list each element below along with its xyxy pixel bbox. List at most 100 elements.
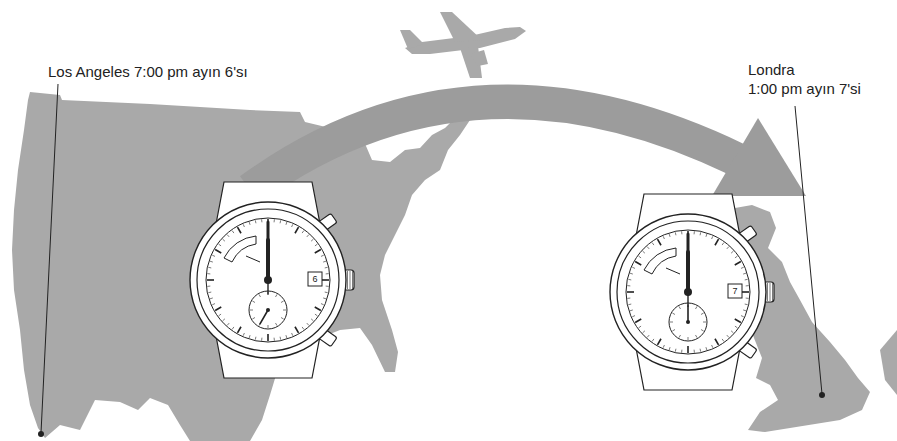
dial-tick [647, 335, 649, 337]
watch [610, 194, 774, 390]
dial-tick [663, 236, 664, 239]
sub-dial-tick [259, 294, 261, 297]
dial-tick [727, 247, 729, 249]
sub-dial-tick [672, 313, 675, 315]
dial-tick [630, 309, 633, 311]
dial-tick [219, 244, 221, 246]
sub-dial [249, 291, 287, 329]
dial-tick [658, 339, 662, 345]
power-reserve-arc [652, 256, 676, 274]
dial-tick [712, 345, 713, 348]
indicator-hand [666, 268, 680, 274]
dial-tick [261, 219, 262, 222]
dial-tick [227, 235, 229, 237]
dial-tick [232, 327, 234, 329]
dial-tick [280, 337, 282, 340]
dial-tick [727, 335, 729, 337]
sub-dial-tick [281, 318, 284, 320]
dial-tick [307, 235, 309, 237]
power-reserve-arc [644, 248, 676, 270]
dial-tick [735, 262, 741, 266]
sub-dial-tick [688, 337, 689, 340]
dial-tick [302, 231, 304, 233]
dial-tick [243, 333, 244, 336]
dial-tick [735, 326, 737, 328]
dial-tick [326, 273, 329, 274]
dial-tick [705, 347, 707, 350]
watch [190, 182, 354, 378]
dial-tick [735, 319, 741, 323]
dial-tick [694, 231, 695, 234]
dial-tick [627, 285, 630, 286]
dial-tick [323, 297, 326, 299]
dial-tick [207, 273, 210, 274]
crown-knurl [350, 271, 351, 289]
crown-knurl [770, 283, 771, 301]
dial-tick [742, 291, 749, 293]
dial-tick [326, 286, 329, 287]
sub-dial-tick [672, 330, 675, 332]
sub-dial-tick [696, 306, 698, 309]
power-reserve-arc [224, 258, 232, 262]
sub-dial-tick [276, 323, 278, 326]
dial-tick [741, 267, 744, 268]
dial-tick [238, 327, 242, 333]
sub-dial-tick [696, 335, 698, 338]
sub-dial-tick [703, 322, 706, 323]
center-pin [684, 288, 692, 296]
dial-tick [722, 339, 724, 341]
crown-knurl [352, 271, 353, 289]
sub-dial-tick [670, 322, 673, 323]
dial-tick [746, 298, 749, 299]
dial-tick [207, 286, 210, 287]
dial-tick [274, 219, 275, 222]
flight-arrowhead [712, 118, 806, 196]
watch-bezel [617, 221, 759, 363]
watch-hand [267, 222, 270, 280]
dial-tick [238, 227, 242, 233]
airplane [400, 12, 526, 78]
dial-tick [681, 231, 682, 234]
dial-tick [630, 273, 633, 275]
dial-tick [628, 304, 631, 306]
dial-tick [210, 261, 213, 263]
watch-hand [266, 240, 270, 280]
crown-knurl [767, 283, 768, 301]
dial-tick [652, 339, 654, 341]
dial-tick [267, 334, 269, 341]
dial-tick [243, 224, 244, 227]
watch-case [190, 202, 346, 358]
dial-tick [628, 279, 631, 281]
watch-hand [687, 306, 689, 322]
dial-tick [658, 239, 662, 245]
sub-dial-tick [701, 313, 704, 315]
dial-tick [227, 323, 229, 325]
dial-tick [295, 227, 299, 233]
dial-tick [681, 350, 682, 353]
sub-dial-tick [268, 325, 269, 328]
dial-tick [647, 247, 649, 249]
watch-hand [687, 234, 690, 292]
dial-tick [700, 349, 702, 352]
sub-dial-tick [679, 335, 681, 338]
dial-tick [639, 256, 641, 258]
dial-tick [208, 292, 211, 294]
dial-tick [315, 314, 317, 316]
dial-tick [325, 292, 328, 294]
dial-tick [741, 316, 744, 317]
dial-tick [669, 347, 671, 350]
dial-tick [663, 345, 664, 348]
dial-tick [274, 338, 275, 341]
dial-tick [694, 350, 695, 353]
city-time-label: Los Angeles 7:00 pm ayın 6'sı [48, 62, 248, 81]
dial-tick [249, 335, 251, 338]
usa-map [12, 92, 470, 441]
dial-tick [311, 319, 313, 321]
dial-tick [635, 319, 641, 323]
dial-tick [311, 239, 313, 241]
flight-arrow [250, 102, 738, 190]
dial-tick [215, 307, 221, 311]
dial-tick [643, 251, 645, 253]
dial-tick [675, 232, 677, 235]
location-dot [819, 392, 825, 398]
